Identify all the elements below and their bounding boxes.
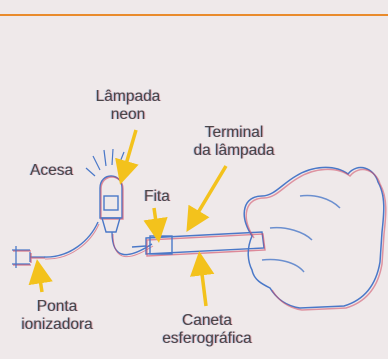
label-tape-text: Fita xyxy=(144,188,170,205)
label-terminal: Terminal da lâmpada xyxy=(184,124,284,160)
label-ionizing-tip: Ponta ionizadora xyxy=(0,298,114,334)
label-terminal-line2: da lâmpada xyxy=(193,142,275,159)
arrow-pen xyxy=(190,251,215,307)
label-terminal-line1: Terminal xyxy=(204,124,264,141)
arrow-lamp xyxy=(115,129,139,185)
arrow-tape xyxy=(143,207,168,243)
neon-lamp-drawing xyxy=(99,175,124,233)
glow-rays xyxy=(85,148,125,177)
label-pen: Caneta esferográfica xyxy=(150,312,264,348)
label-ionizing-tip-line1: Ponta xyxy=(36,298,78,315)
ionizing-tip-drawing xyxy=(12,246,45,268)
label-lamp-line2: neon xyxy=(110,106,146,123)
hand-drawing xyxy=(243,166,387,311)
label-pen-line1: Caneta xyxy=(182,312,232,329)
label-lamp-line1: Lâmpada xyxy=(95,88,161,105)
label-ionizing-tip-line2: ionizadora xyxy=(21,316,93,333)
arrow-terminal xyxy=(186,165,228,233)
label-lit: Acesa xyxy=(30,162,73,180)
label-pen-line2: esferográfica xyxy=(162,330,252,347)
label-lit-text: Acesa xyxy=(30,162,74,179)
wire-tip-to-lamp xyxy=(43,221,99,258)
label-lamp: Lâmpada neon xyxy=(86,88,170,124)
pointer-arrows xyxy=(28,129,228,307)
arrow-tip xyxy=(28,259,53,293)
top-divider xyxy=(0,0,388,16)
label-tape: Fita xyxy=(144,188,170,206)
